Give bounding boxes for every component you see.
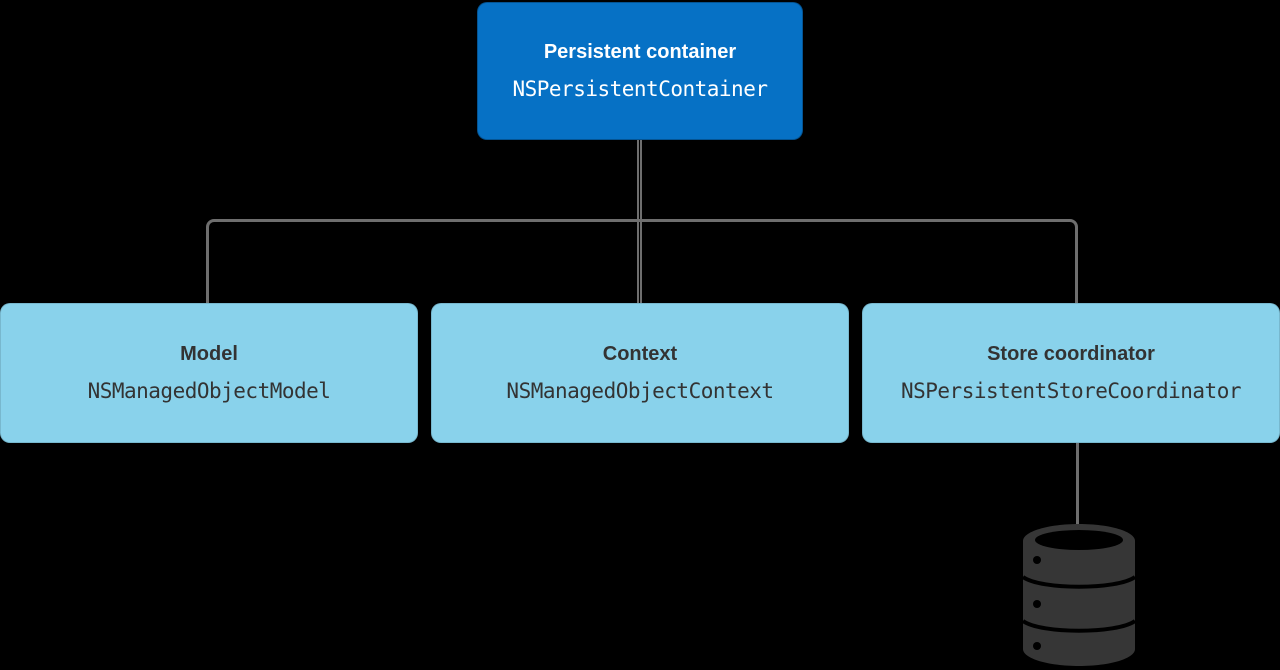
node-class-name: NSManagedObjectContext [506, 379, 774, 403]
node-context: Context NSManagedObjectContext [431, 303, 849, 443]
node-model: Model NSManagedObjectModel [0, 303, 418, 443]
database-cylinder-icon [1021, 524, 1137, 666]
connector-store-to-database [1076, 443, 1079, 527]
node-class-name: NSPersistentContainer [512, 77, 768, 101]
connector-branch-bar [206, 219, 1078, 303]
node-title: Store coordinator [987, 343, 1155, 365]
node-title: Model [180, 343, 238, 365]
database-top-opening [1035, 530, 1123, 550]
node-persistent-container: Persistent container NSPersistentContain… [477, 2, 803, 140]
database-dot-3 [1033, 642, 1041, 650]
node-class-name: NSManagedObjectModel [87, 379, 331, 403]
database-separator-1 [1021, 575, 1137, 589]
database-separator-2 [1021, 619, 1137, 633]
database-dot-1 [1033, 556, 1041, 564]
node-class-name: NSPersistentStoreCoordinator [900, 379, 1242, 403]
node-store-coordinator: Store coordinator NSPersistentStoreCoord… [862, 303, 1280, 443]
node-title: Context [602, 343, 678, 365]
database-dot-2 [1033, 600, 1041, 608]
node-title: Persistent container [543, 41, 737, 63]
